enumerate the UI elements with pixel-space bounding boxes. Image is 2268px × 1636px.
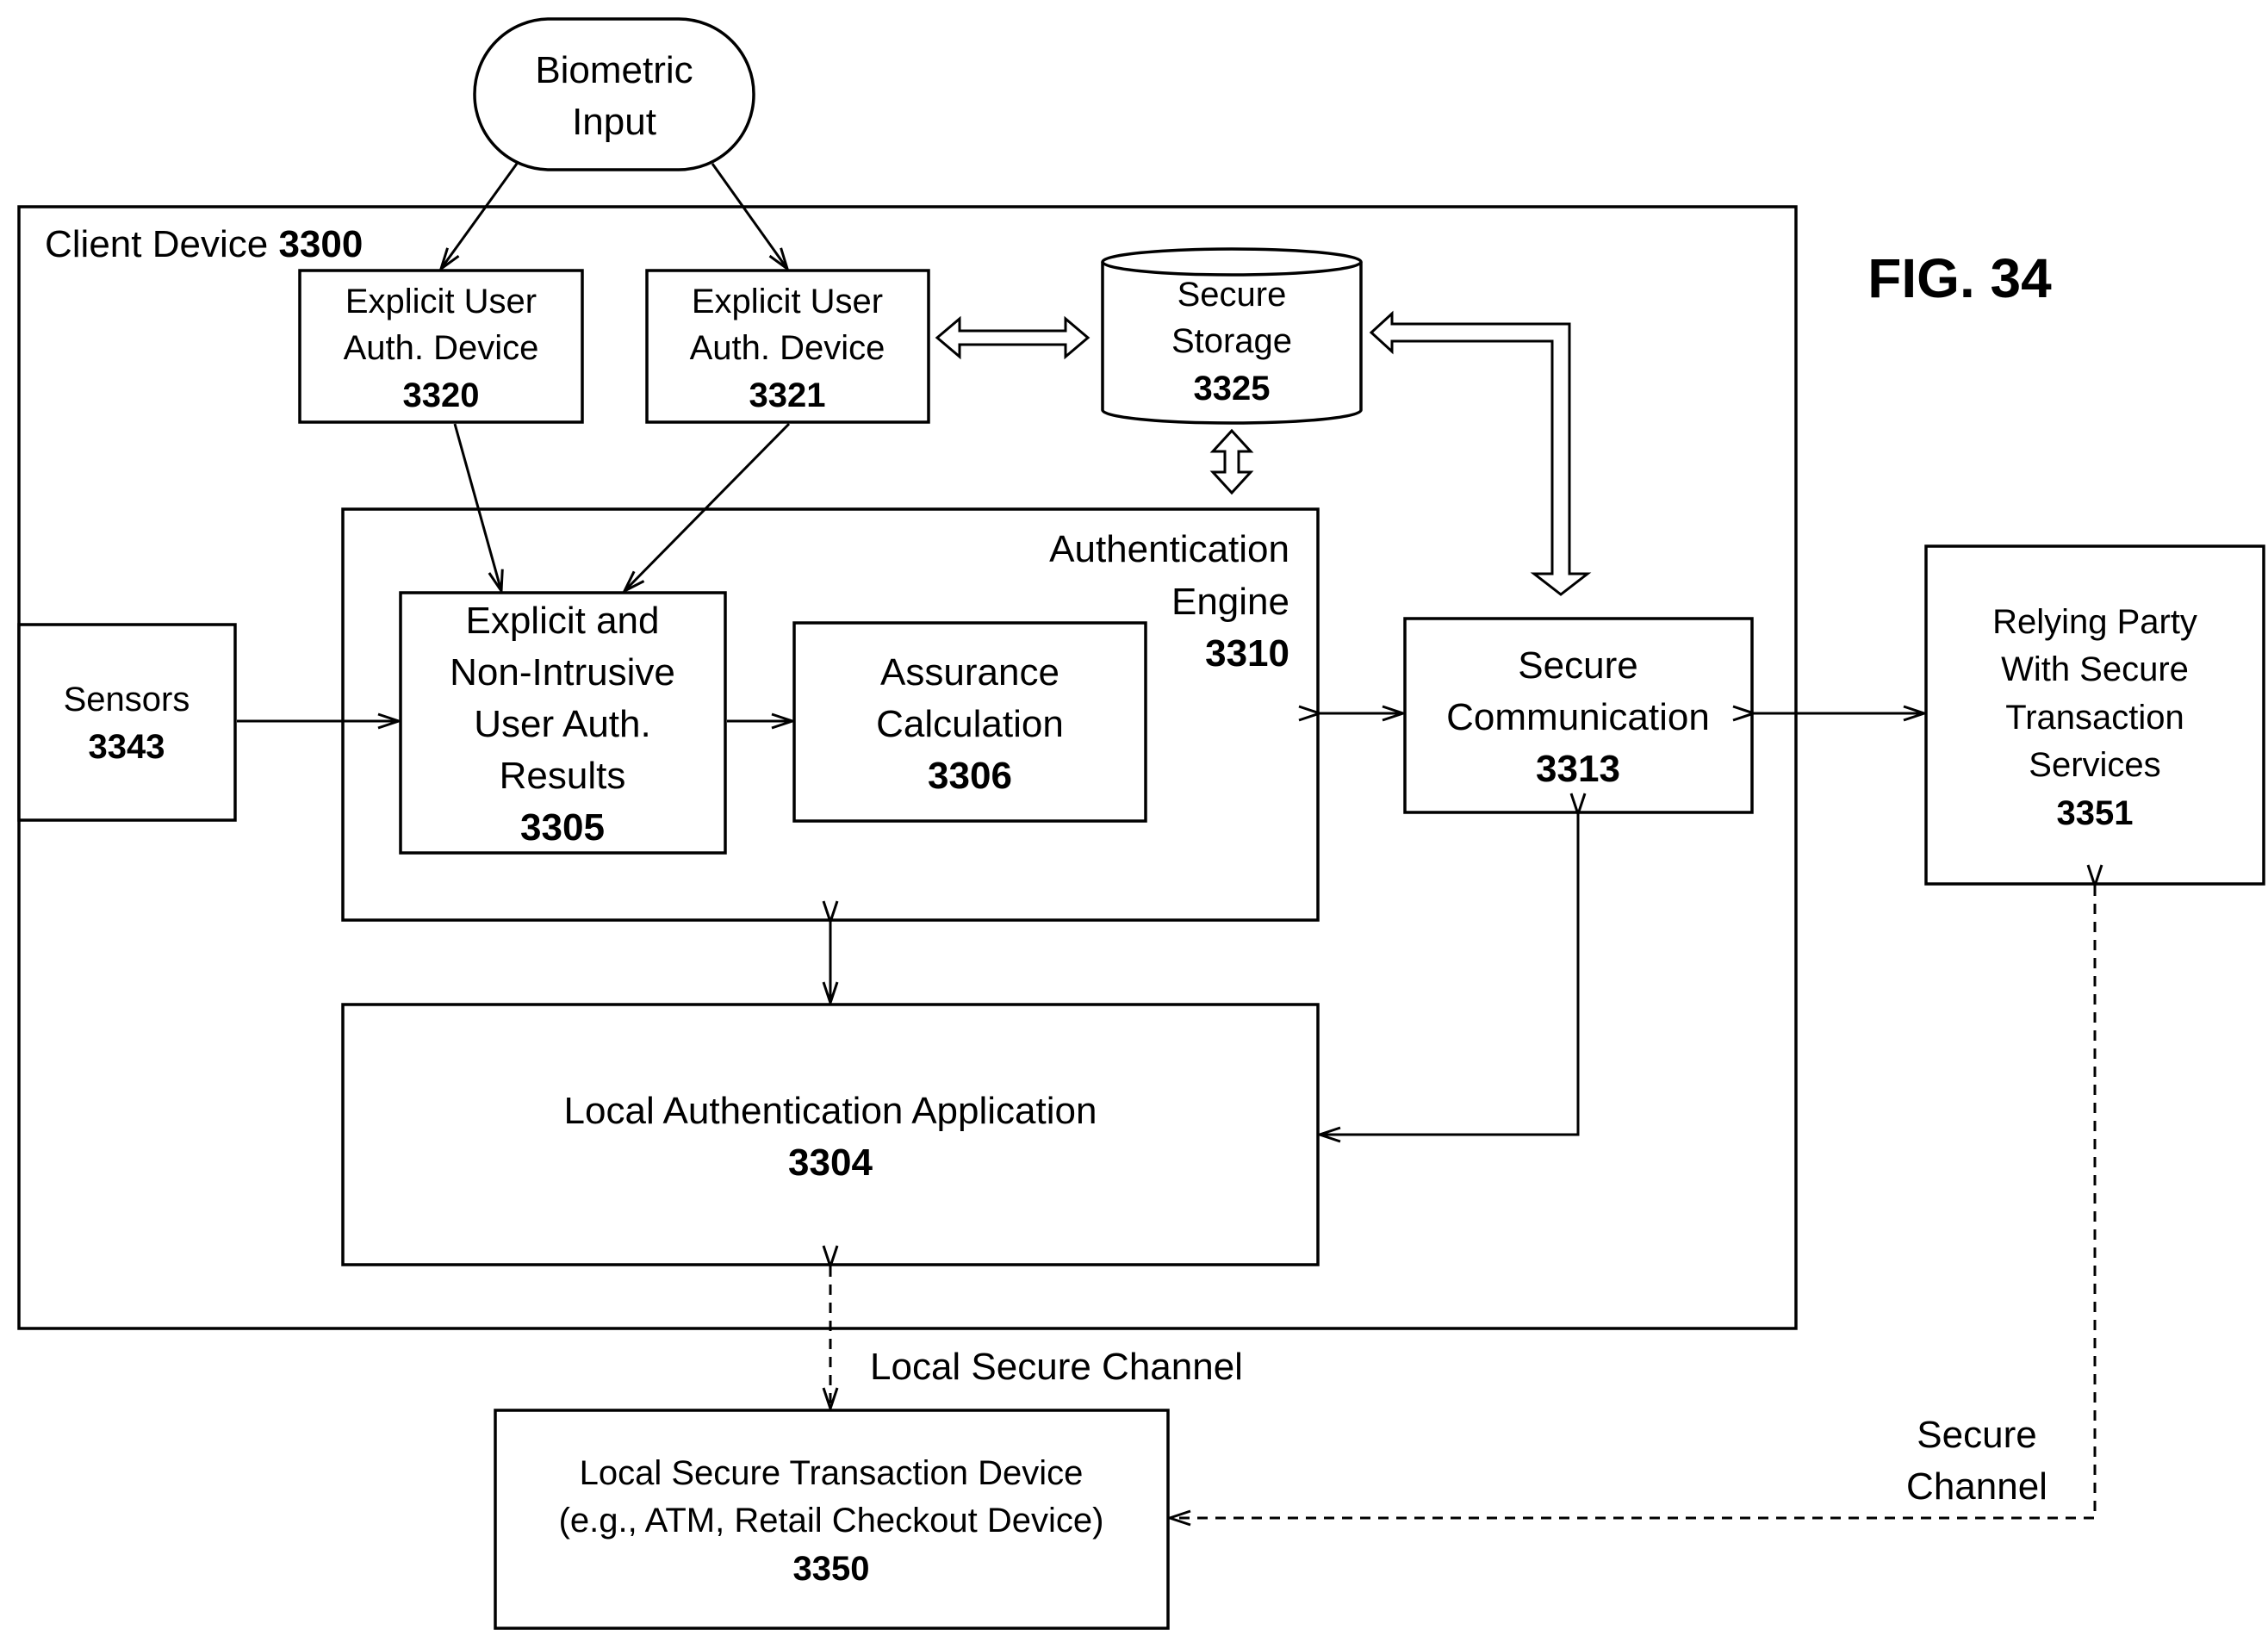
svg-text:Relying Party: Relying Party: [1992, 603, 2197, 641]
svg-text:User Auth.: User Auth.: [474, 703, 650, 745]
svg-text:Auth. Device: Auth. Device: [690, 329, 885, 367]
svg-text:Authentication: Authentication: [1049, 528, 1289, 570]
svg-text:Services: Services: [2029, 746, 2160, 784]
explicit-auth-device-3320: Explicit User Auth. Device 3320: [300, 271, 582, 422]
secure-channel-label-line2: Channel: [1906, 1465, 2047, 1508]
svg-text:Biometric: Biometric: [535, 49, 693, 91]
svg-text:Assurance: Assurance: [880, 651, 1059, 694]
svg-text:3306: 3306: [928, 755, 1012, 797]
svg-text:3305: 3305: [520, 806, 605, 849]
svg-text:3325: 3325: [1194, 370, 1271, 407]
client-device-label: Client Device 3300: [45, 223, 363, 265]
svg-text:With Secure: With Secure: [2001, 650, 2189, 688]
svg-text:Explicit and: Explicit and: [465, 600, 659, 642]
svg-text:Results: Results: [500, 755, 626, 797]
svg-text:Transaction: Transaction: [2005, 699, 2184, 737]
svg-text:Non-Intrusive: Non-Intrusive: [450, 651, 675, 694]
relying-party-box-3351: Relying Party With Secure Transaction Se…: [1926, 546, 2264, 884]
local-transaction-device-box-3350: Local Secure Transaction Device (e.g., A…: [495, 1410, 1168, 1628]
local-auth-application-box-3304: Local Authentication Application 3304: [343, 1005, 1318, 1265]
figure-label: FIG. 34: [1867, 247, 2052, 309]
svg-text:Secure: Secure: [1518, 644, 1637, 687]
svg-text:3321: 3321: [749, 376, 826, 414]
svg-text:Local Secure Transaction Devic: Local Secure Transaction Device: [580, 1454, 1084, 1492]
svg-text:(e.g., ATM, Retail Checkout De: (e.g., ATM, Retail Checkout Device): [559, 1502, 1104, 1540]
svg-text:3343: 3343: [89, 728, 165, 766]
assurance-calculation-box-3306: Assurance Calculation 3306: [794, 623, 1146, 821]
svg-text:Storage: Storage: [1171, 322, 1292, 360]
explicit-auth-device-3321: Explicit User Auth. Device 3321: [647, 271, 929, 422]
svg-text:Auth. Device: Auth. Device: [344, 329, 539, 367]
secure-storage-cylinder: Secure Storage 3325: [1103, 249, 1361, 423]
svg-text:3310: 3310: [1205, 632, 1289, 675]
auth-results-box-3305: Explicit and Non-Intrusive User Auth. Re…: [401, 593, 725, 853]
biometric-input-node: Biometric Input: [475, 19, 754, 170]
local-secure-channel-label: Local Secure Channel: [870, 1346, 1243, 1388]
svg-text:Engine: Engine: [1171, 581, 1289, 623]
svg-text:Calculation: Calculation: [876, 703, 1064, 745]
svg-text:3351: 3351: [2057, 794, 2134, 832]
secure-channel-label-line1: Secure: [1917, 1414, 2036, 1456]
svg-text:Explicit User: Explicit User: [345, 283, 537, 320]
svg-text:3350: 3350: [793, 1550, 870, 1588]
svg-text:Sensors: Sensors: [64, 681, 190, 718]
svg-text:Communication: Communication: [1446, 696, 1710, 738]
svg-text:Local Authentication Applicati: Local Authentication Application: [564, 1090, 1097, 1132]
svg-text:3313: 3313: [1536, 748, 1620, 790]
svg-text:Input: Input: [572, 101, 656, 143]
sensors-box-3343: Sensors 3343: [19, 625, 235, 820]
svg-text:3304: 3304: [788, 1141, 873, 1184]
secure-communication-box-3313: Secure Communication 3313: [1405, 619, 1752, 812]
svg-text:Secure: Secure: [1177, 276, 1287, 314]
svg-text:Explicit User: Explicit User: [692, 283, 883, 320]
svg-text:3320: 3320: [403, 376, 480, 414]
